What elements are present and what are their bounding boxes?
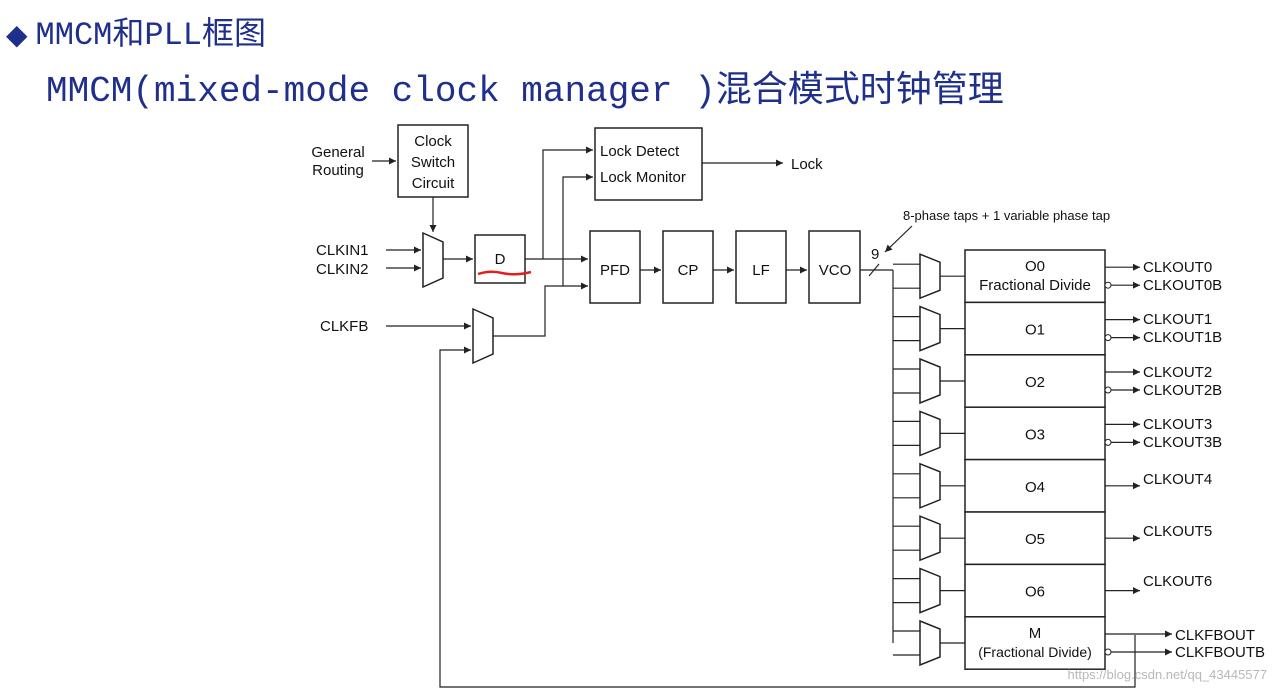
fb-to-pfd-wire (493, 282, 588, 337)
clkout4-label: CLKOUT4 (1143, 471, 1212, 488)
divider-o0-box (964, 249, 1106, 304)
slide-title: ◆MMCM和PLL框图 (6, 8, 266, 54)
bus-slash-mark (868, 263, 880, 277)
clkout2b-label: CLKOUT2B (1143, 382, 1222, 399)
lock-output-label: Lock (791, 156, 823, 173)
clkout1-label: CLKOUT1 (1143, 311, 1212, 328)
fb-to-lock-detect-wire (562, 173, 593, 286)
feedback-mux (472, 307, 494, 365)
inverter-bubble-o1 (1104, 334, 1112, 342)
clkfboutb-label: CLKFBOUTB (1175, 644, 1265, 661)
divider-o6-name-label: O6 (1025, 584, 1045, 601)
cp-box (662, 230, 714, 304)
clkout3-label: CLKOUT3 (1143, 416, 1212, 433)
title-text: MMCM和PLL框图 (35, 17, 266, 54)
divider-o4-name-label: O4 (1025, 479, 1045, 496)
cp-label: CP (678, 262, 699, 279)
clkin2-label: CLKIN2 (316, 261, 369, 278)
clock-switch-label-2: Switch (411, 154, 455, 171)
general-routing-label-2: Routing (312, 162, 364, 179)
divider-o0-sub-label: Fractional Divide (979, 277, 1091, 294)
clkout1b-label: CLKOUT1B (1143, 329, 1222, 346)
feedback-loop-wire (439, 346, 1136, 688)
inverter-bubble-o3 (1104, 438, 1112, 446)
clkin1-label: CLKIN1 (316, 242, 369, 259)
diamond-bullet-icon: ◆ (6, 18, 28, 51)
clkin-mux (422, 231, 444, 289)
clkout0-label: CLKOUT0 (1143, 259, 1212, 276)
phase-mux-o4 (919, 462, 941, 509)
inverter-bubble-m (1104, 648, 1112, 656)
divider-m-sub-label: (Fractional Divide) (978, 644, 1092, 660)
clkfb-label: CLKFB (320, 318, 368, 335)
clkout0b-label: CLKOUT0B (1143, 277, 1222, 294)
phase-taps-note: 8-phase taps + 1 variable phase tap (903, 208, 1110, 223)
phase-mux-o6 (919, 567, 941, 614)
phase-taps-pointer (884, 225, 913, 253)
clkfbout-label: CLKFBOUT (1175, 627, 1255, 644)
vco-box (808, 230, 861, 304)
clkout3b-label: CLKOUT3B (1143, 434, 1222, 451)
lock-monitor-label: Lock Monitor (600, 169, 686, 186)
lock-detect-label: Lock Detect (600, 143, 680, 160)
divider-o5-name-label: O5 (1025, 531, 1045, 548)
divider-o2-box (964, 354, 1106, 408)
inverter-bubble-o2 (1104, 386, 1112, 394)
watermark-text: https://blog.csdn.net/qq_43445577 (1068, 667, 1268, 682)
divider-o2-name-label: O2 (1025, 374, 1045, 391)
slide-subtitle: MMCM(mixed-mode clock manager )混合模式时钟管理 (46, 71, 1004, 112)
input-divider-label: D (495, 251, 506, 268)
phase-mux-o0 (919, 253, 941, 300)
general-routing-label-1: General (311, 144, 364, 161)
phase-mux-o1 (919, 305, 941, 352)
divider-o5-box (964, 511, 1106, 566)
bus-width-label: 9 (871, 246, 879, 263)
red-underline-annotation (477, 270, 532, 276)
divider-m-box (964, 616, 1106, 670)
clkout2-label: CLKOUT2 (1143, 364, 1212, 381)
phase-mux-o5 (919, 515, 941, 562)
lf-box (735, 230, 787, 304)
divider-o0-name-label: O0 (1025, 258, 1045, 275)
divider-o3-name-label: O3 (1025, 426, 1045, 443)
clkout6-label: CLKOUT6 (1143, 573, 1212, 590)
phase-mux-m (919, 619, 941, 667)
d-to-lock-detect-wire (542, 146, 593, 259)
phase-mux-o2 (919, 357, 941, 405)
lf-label: LF (752, 262, 770, 279)
divider-o1-box (964, 301, 1106, 356)
clkout5-label: CLKOUT5 (1143, 523, 1212, 540)
divider-o1-name-label: O1 (1025, 322, 1045, 339)
phase-mux-o3 (919, 410, 941, 457)
clock-switch-label-3: Circuit (412, 175, 455, 192)
pfd-label: PFD (600, 262, 630, 279)
clock-switch-circuit-box (397, 124, 469, 198)
clock-switch-label-1: Clock (414, 133, 452, 150)
vco-label: VCO (819, 262, 852, 279)
divider-o3-box (964, 406, 1106, 461)
inverter-bubble-o0 (1104, 281, 1112, 289)
divider-m-name-label: M (1029, 625, 1042, 642)
lock-detect-monitor-box (594, 127, 703, 201)
pfd-box (589, 230, 641, 304)
